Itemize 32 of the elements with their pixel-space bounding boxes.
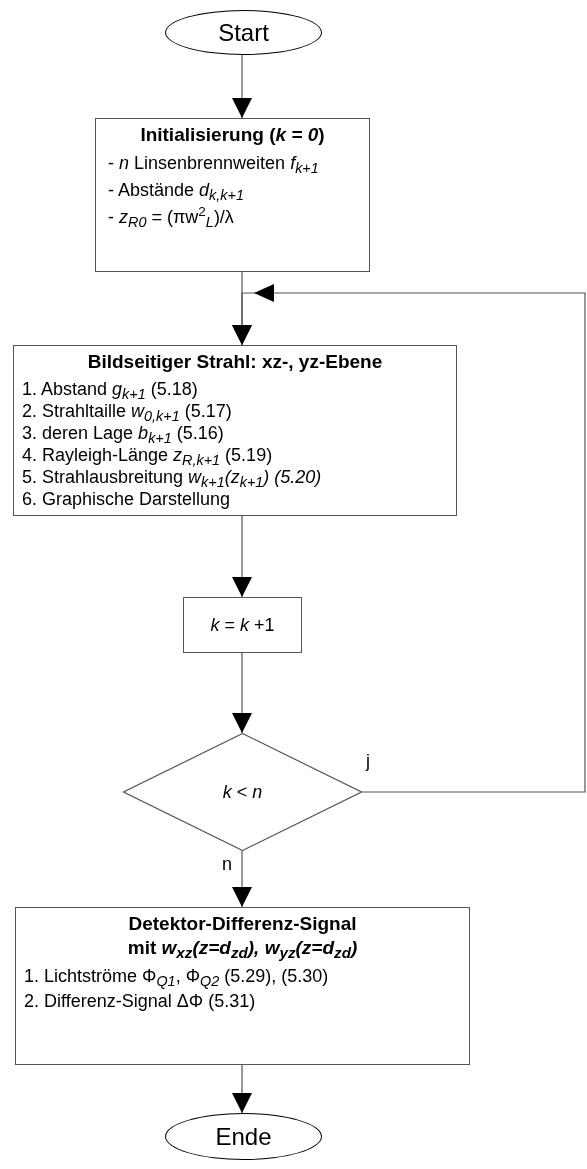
node-label: k < n [222, 780, 263, 804]
arrow [232, 284, 586, 793]
step-text: 1. Abstand g$_{k+1}$ (5.18) [22, 378, 199, 400]
step-text: - Abstände d$_{k,k+1}$ [108, 179, 245, 203]
arrow [232, 850, 252, 908]
edge-label: j [366, 752, 370, 770]
step-text: - n Linsenbrennweiten f$_{k+1}$ [108, 152, 320, 176]
decision-diamond [123, 733, 362, 851]
step-text: 4. Rayleigh-Länge z$_{R,k+1}$ (5.19) [22, 444, 274, 466]
terminal-label: Start [218, 20, 269, 45]
step-text: 2. Differenz-Signal ΔΦ (5.31) [24, 990, 257, 1013]
terminal-label: Ende [215, 1124, 272, 1149]
box-heading: Initialisierung (k = 0) [140, 123, 325, 147]
process-box [13, 345, 457, 516]
process-box [183, 597, 302, 653]
process-box [15, 907, 470, 1065]
arrow [232, 652, 252, 734]
process-box [95, 118, 370, 272]
step-text: 5. Strahlausbreitung w$_{k+1}$(z$_{k+1}$) (5.20) [22, 467, 323, 488]
step-text: 2. Strahltaille w$_{0,k+1}$ (5.17) [22, 400, 233, 422]
step-text: 6. Graphische Darstellung [22, 488, 232, 510]
arrow [232, 1064, 252, 1114]
arrow [232, 54, 252, 119]
box-heading: Detektor-Differenz-Signal [128, 912, 357, 936]
arrow [232, 515, 252, 598]
step-text: - z$_{R0}$ = (πw$^{2}$$_{L}$)/λ [108, 205, 235, 230]
step-text: 3. deren Lage b$_{k+1}$ (5.16) [22, 423, 225, 444]
step-text: 1. Lichtströme Φ$_{Q1}$, Φ$_{Q2}$ (5.29), (5.30) [24, 965, 330, 989]
box-heading: mit w$_{xz}$(z=d$_{zd}$), w$_{yz}$(z=d$_{zd}$) [127, 936, 358, 960]
box-heading: Bildseitiger Strahl: xz-, yz-Ebene [87, 350, 383, 374]
edge-label: n [222, 855, 232, 873]
node-label: k = k +1 [210, 613, 275, 637]
